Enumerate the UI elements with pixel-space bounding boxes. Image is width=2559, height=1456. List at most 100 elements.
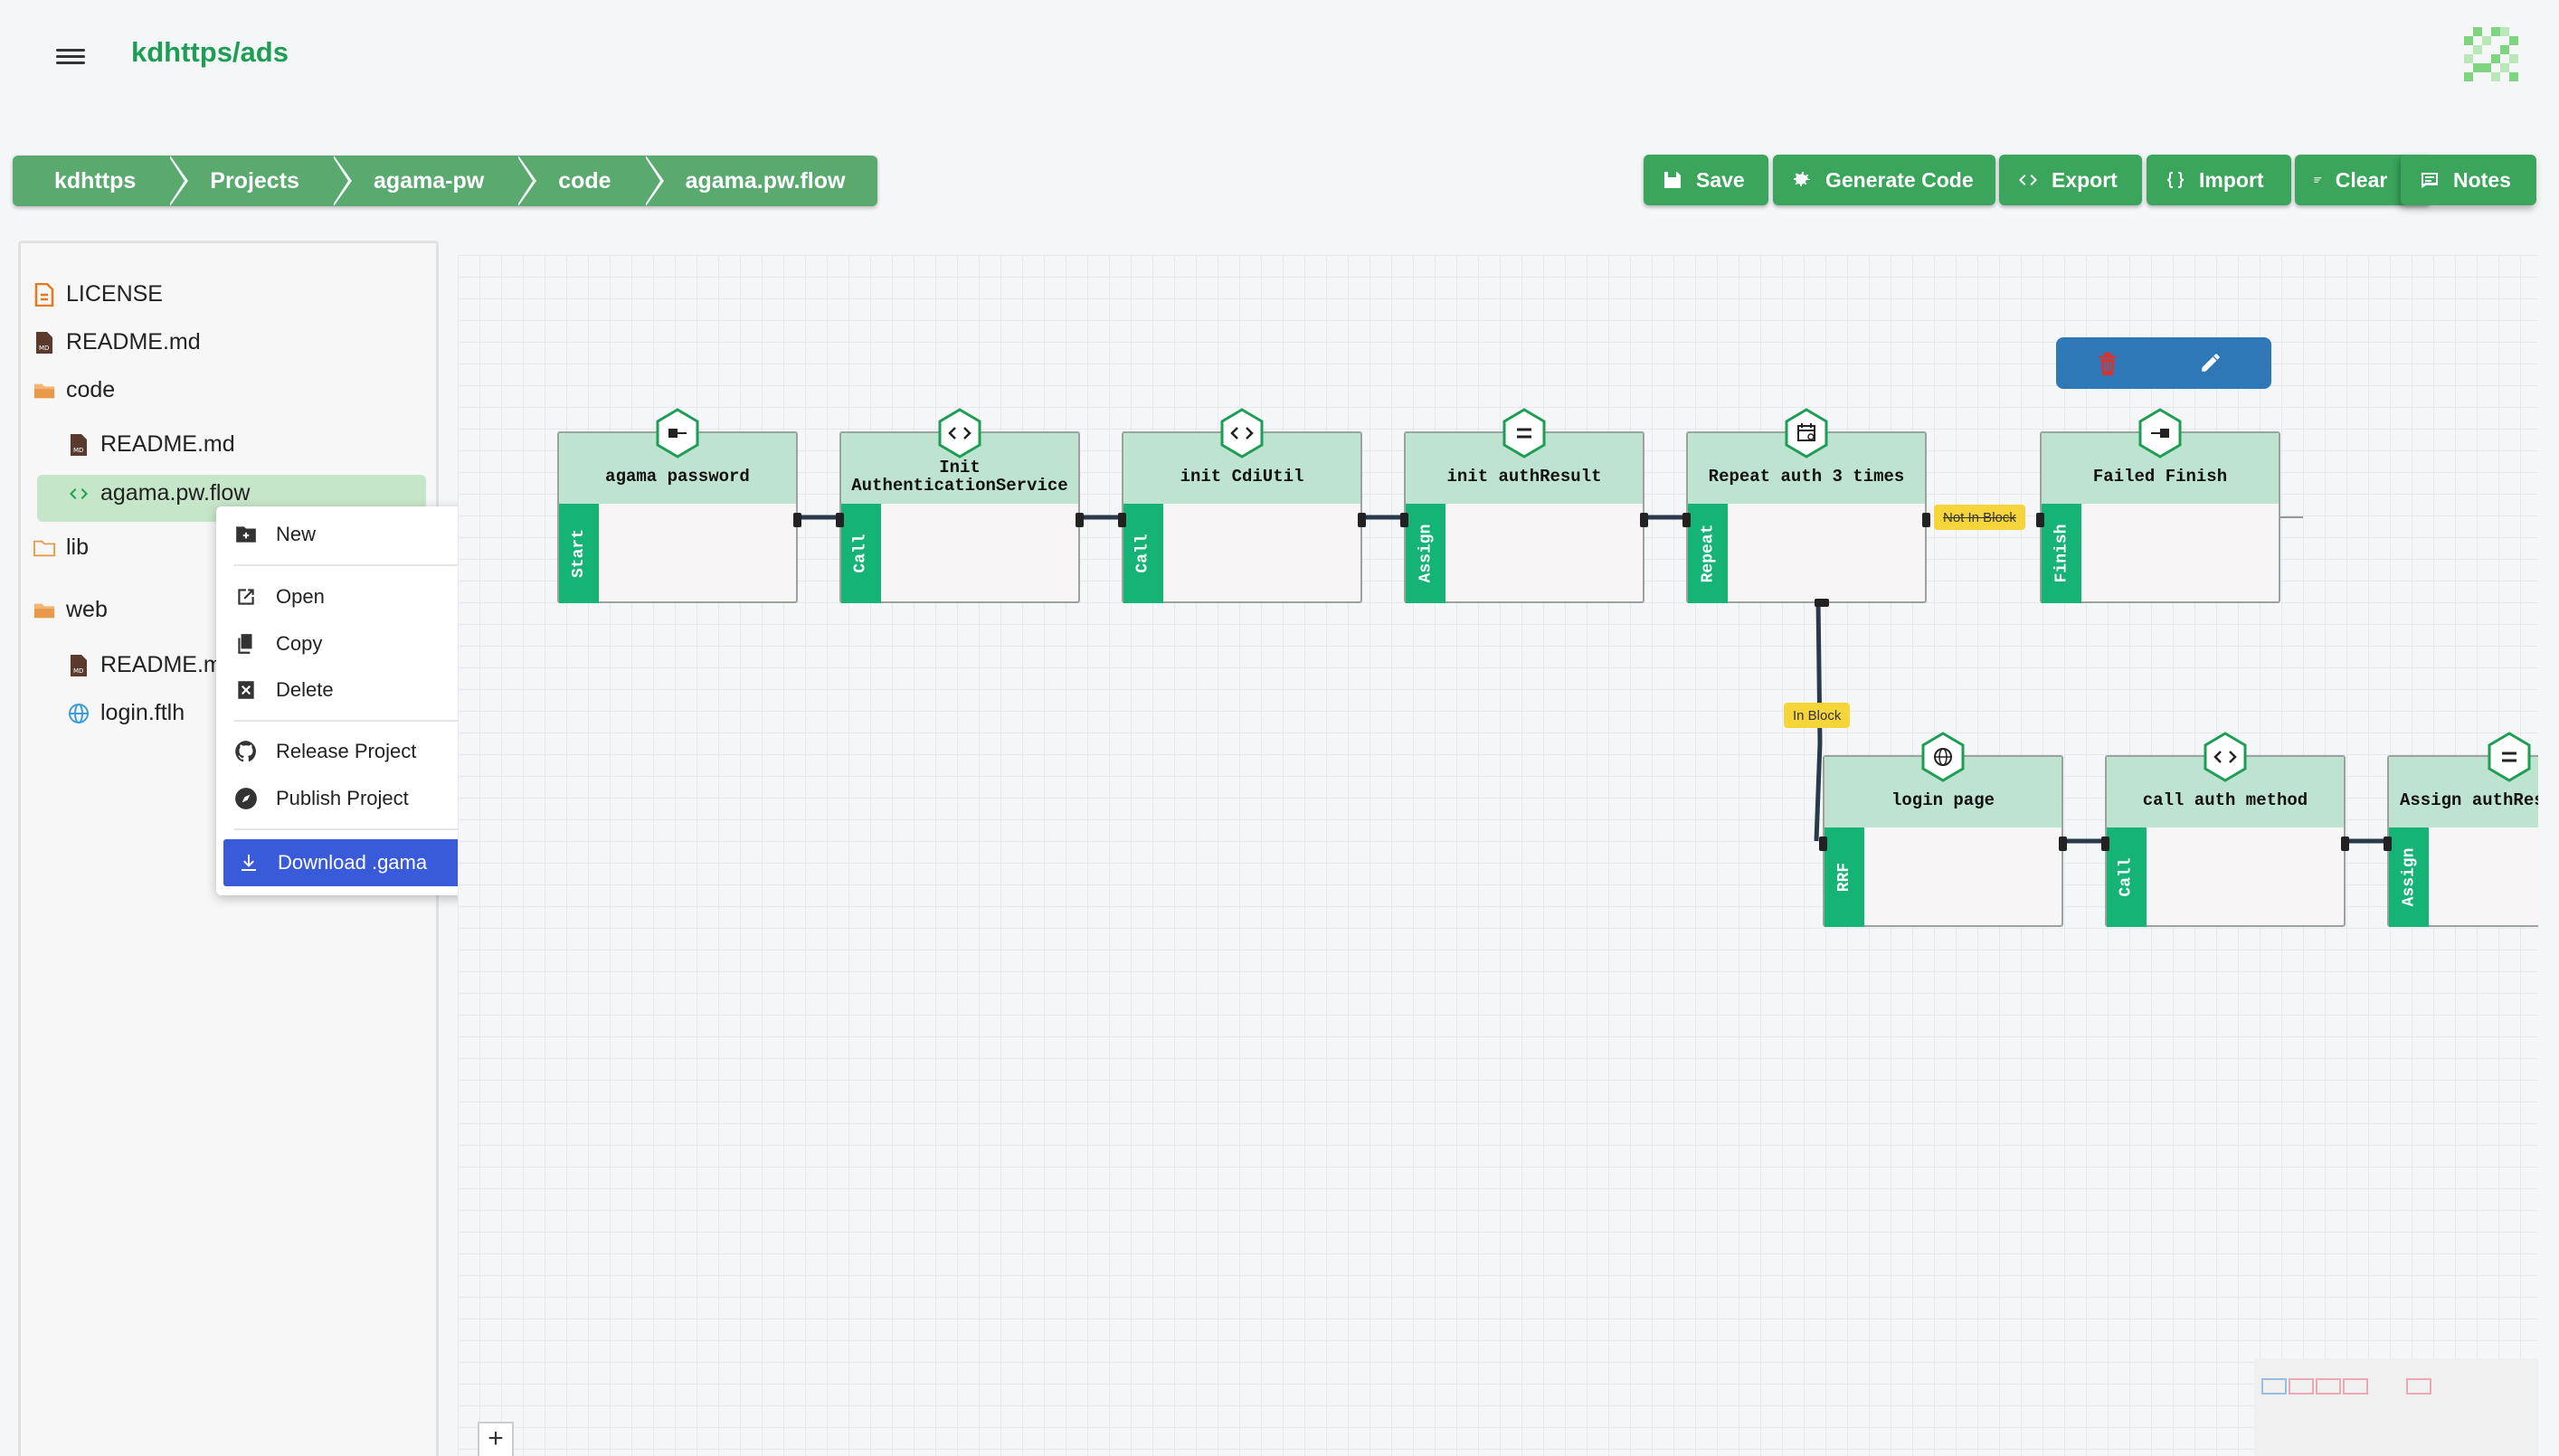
braces-icon	[2167, 172, 2184, 188]
breadcrumb-item-flow[interactable]: agama.pw.flow	[685, 167, 846, 194]
tree-item-code-readme[interactable]: MD README.md	[68, 431, 235, 458]
menu-item-label: Delete	[276, 678, 334, 701]
minimap-node	[2289, 1378, 2314, 1395]
generate-code-button[interactable]: Generate Code	[1773, 155, 1995, 205]
tree-item-label: agama.pw.flow	[100, 480, 251, 506]
flow-canvas[interactable]: Not In Block In Block agama password Sta…	[458, 255, 2538, 1456]
flow-node-call-auth-method[interactable]: call auth method Call	[2101, 732, 2349, 927]
menu-item-publish-project[interactable]: Publish Project	[234, 780, 409, 817]
node-input-port[interactable]	[1682, 513, 1691, 527]
tree-item-license[interactable]: LICENSE	[33, 281, 163, 307]
menu-divider	[234, 720, 517, 722]
minimap-node	[2343, 1378, 2368, 1395]
notes-icon	[2422, 173, 2438, 188]
copy-icon	[238, 634, 252, 654]
node-output-port[interactable]	[2059, 837, 2067, 851]
menu-item-copy[interactable]: Copy	[234, 626, 322, 662]
folder-icon	[33, 603, 55, 618]
breadcrumb-item-projects[interactable]: Projects	[168, 156, 352, 206]
clear-icon	[2314, 177, 2322, 183]
user-avatar-icon[interactable]	[2464, 27, 2518, 81]
tree-item-lib-folder[interactable]: lib	[33, 534, 89, 561]
folder-icon	[33, 383, 55, 398]
flow-node-init-authentication-service[interactable]: Init AuthenticationService Call	[836, 408, 1084, 603]
menu-item-open[interactable]: Open	[234, 579, 325, 615]
node-type: Call	[841, 504, 881, 603]
node-input-port[interactable]	[836, 513, 844, 527]
hamburger-menu-icon[interactable]	[56, 45, 85, 69]
flow-node-assign-authres[interactable]: Assign authRes Assign	[2384, 732, 2538, 927]
node-input-port[interactable]	[1118, 513, 1126, 527]
notes-button[interactable]: Notes	[2401, 155, 2536, 205]
breadcrumb: kdhttps Projects agama-pw code agama.pw.…	[13, 156, 878, 206]
node-output-port[interactable]	[1922, 513, 1930, 527]
tree-item-web-readme[interactable]: MD README.m	[68, 652, 223, 678]
equals-icon	[1502, 408, 1546, 459]
node-output-port[interactable]	[1076, 513, 1084, 527]
node-input-port[interactable]	[2036, 513, 2044, 527]
svg-text:MD: MD	[39, 345, 49, 352]
flow-node-start[interactable]: agama password Start	[557, 408, 801, 603]
zoom-in-button[interactable]: +	[478, 1422, 514, 1456]
node-type: Assign	[1406, 504, 1445, 603]
menu-item-release-project[interactable]: Release Project	[234, 733, 416, 770]
node-output-port[interactable]	[1358, 513, 1366, 527]
tree-item-label: web	[66, 597, 108, 622]
save-icon	[1664, 172, 1681, 188]
equals-icon	[2488, 732, 2531, 782]
tree-item-code-folder[interactable]: code	[33, 377, 115, 403]
node-block-port[interactable]	[1815, 599, 1829, 607]
tree-item-readme[interactable]: MD README.md	[33, 329, 201, 355]
tree-item-label: README.md	[100, 431, 235, 457]
globe-icon	[69, 703, 89, 723]
node-output-port[interactable]	[2341, 837, 2349, 851]
github-icon	[235, 741, 256, 762]
menu-item-delete[interactable]: Delete	[234, 672, 334, 708]
minimap-node	[2406, 1378, 2431, 1395]
node-input-port[interactable]	[2101, 837, 2109, 851]
minimap[interactable]	[2254, 1358, 2538, 1456]
download-icon	[242, 855, 256, 871]
start-icon	[656, 408, 699, 459]
node-input-port[interactable]	[1400, 513, 1408, 527]
pencil-icon[interactable]	[2199, 351, 2223, 374]
import-label: Import	[2199, 167, 2264, 192]
node-type: Call	[1123, 504, 1163, 603]
compass-icon	[235, 788, 257, 809]
tree-item-label: LICENSE	[66, 281, 163, 307]
flow-node-repeat-auth[interactable]: Repeat auth 3 times Repeat	[1682, 408, 1930, 607]
menu-item-label: Download .gama	[278, 851, 428, 874]
import-button[interactable]: Import	[2147, 155, 2291, 205]
tree-item-agama-flow[interactable]: agama.pw.flow	[68, 480, 250, 506]
node-title: Failed Finish	[2042, 433, 2279, 504]
app-title: kdhttps/ads	[131, 36, 289, 68]
breadcrumb-item-code[interactable]: code	[517, 156, 664, 206]
save-button[interactable]: Save	[1644, 155, 1768, 205]
tree-item-login-ftlh[interactable]: login.ftlh	[68, 700, 185, 726]
delete-icon	[238, 681, 254, 699]
flow-node-login-page[interactable]: login page RRF	[1819, 732, 2067, 927]
node-input-port[interactable]	[2384, 837, 2392, 851]
flow-node-failed-finish[interactable]: Failed Finish Finish	[2036, 408, 2280, 603]
node-output-port[interactable]	[793, 513, 801, 527]
markdown-file-icon: MD	[71, 433, 87, 456]
export-button[interactable]: Export	[1999, 155, 2142, 205]
new-folder-icon	[236, 526, 256, 543]
markdown-file-icon: MD	[36, 331, 52, 354]
node-output-port[interactable]	[1640, 513, 1648, 527]
node-input-port[interactable]	[1819, 837, 1827, 851]
node-title: login page	[1824, 757, 2061, 827]
menu-item-label: Publish Project	[276, 787, 409, 809]
folder-icon	[33, 540, 55, 556]
tree-item-web-folder[interactable]: web	[33, 597, 108, 623]
breadcrumb-item-agama-pw[interactable]: agama-pw	[332, 156, 537, 206]
file-icon	[34, 282, 54, 307]
flow-node-init-authresult[interactable]: init authResult Assign	[1400, 408, 1648, 603]
flow-node-init-cdiutil[interactable]: init CdiUtil Call	[1118, 408, 1366, 603]
minimap-node	[2316, 1378, 2341, 1395]
svg-text:MD: MD	[73, 667, 83, 675]
trash-icon[interactable]	[2096, 351, 2119, 376]
flow-connectors	[798, 515, 2390, 844]
tree-item-label: README.m	[100, 652, 223, 677]
breadcrumb-item-kdhttps[interactable]: kdhttps	[13, 156, 189, 206]
